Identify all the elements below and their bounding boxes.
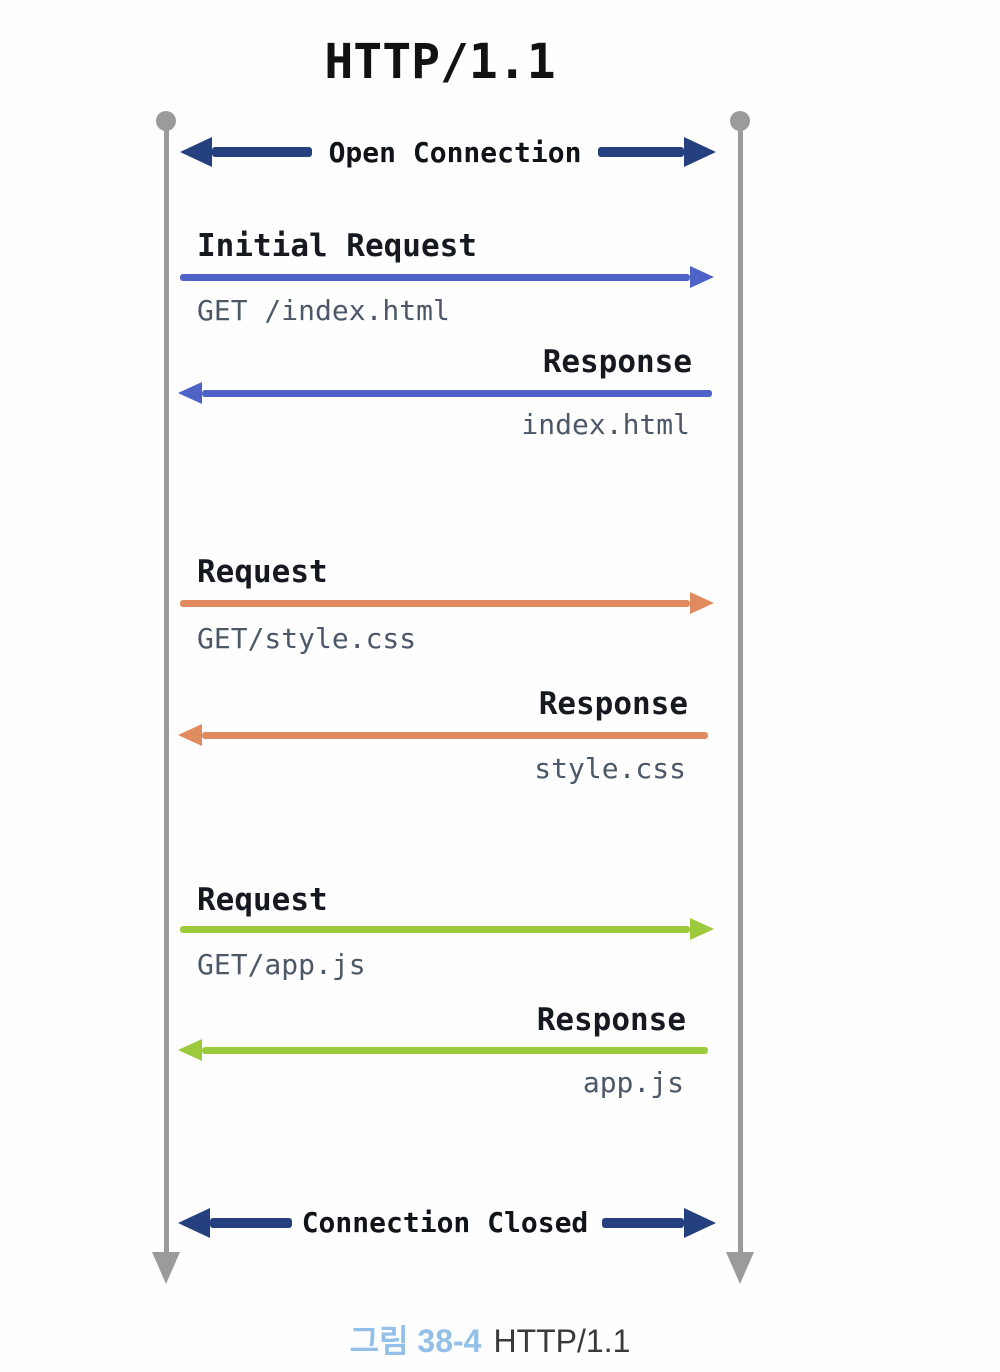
request-style-label: Request [197, 554, 328, 590]
open-connection-arrow-right-icon [598, 137, 716, 167]
figure-number: 그림 38-4 [349, 1323, 482, 1359]
connection-closed-label: Connection Closed [301, 1206, 589, 1239]
client-lifeline [164, 128, 169, 1254]
response-app-sublabel: app.js [582, 1066, 684, 1099]
connection-closed-arrow-left-icon [178, 1208, 292, 1238]
figure-caption-title: HTTP/1.1 [493, 1323, 631, 1359]
client-lifeline-dot-icon [156, 111, 176, 131]
server-lifeline [738, 128, 743, 1254]
response-index-label: Response [542, 344, 692, 380]
response-index-arrow-icon [178, 382, 712, 404]
client-lifeline-arrowhead-icon [152, 1252, 180, 1284]
response-app-arrow-icon [178, 1039, 708, 1061]
response-style-arrow-icon [178, 724, 708, 746]
server-lifeline-dot-icon [730, 111, 750, 131]
request-app-sublabel: GET/app.js [197, 948, 366, 981]
request-style-arrow-icon [180, 592, 714, 614]
open-connection-arrow-left-icon [180, 137, 312, 167]
response-index-sublabel: index.html [521, 408, 690, 441]
response-app-label: Response [536, 1002, 686, 1038]
diagram-title: HTTP/1.1 [324, 34, 556, 90]
request-app-arrow-icon [180, 918, 714, 940]
request-style-sublabel: GET/style.css [197, 622, 417, 655]
response-style-sublabel: style.css [534, 752, 686, 785]
open-connection-label: Open Connection [328, 136, 582, 169]
figure-caption: 그림 38-4 HTTP/1.1 [0, 1316, 980, 1362]
initial-request-sublabel: GET /index.html [197, 294, 450, 327]
response-style-label: Response [538, 686, 688, 722]
initial-request-label: Initial Request [197, 228, 477, 264]
initial-request-arrow-icon [180, 266, 714, 288]
request-app-label: Request [197, 882, 328, 918]
connection-closed-arrow-right-icon [602, 1208, 716, 1238]
server-lifeline-arrowhead-icon [726, 1252, 754, 1284]
